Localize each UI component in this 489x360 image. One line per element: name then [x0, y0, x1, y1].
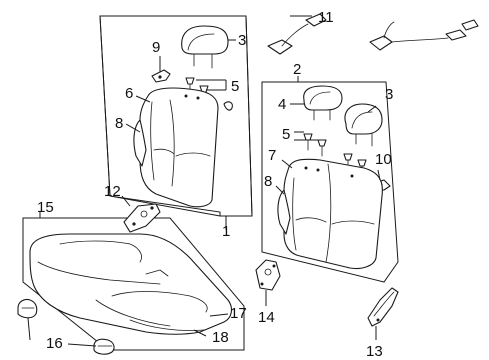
leader-lines	[27, 15, 381, 347]
callout-6: 6	[125, 85, 133, 102]
callout-1: 1	[222, 223, 230, 240]
callout-14: 14	[258, 309, 275, 326]
callout-5-right: 5	[282, 126, 290, 143]
stopper-16	[17, 298, 115, 355]
callout-13: 13	[366, 343, 383, 360]
headrest-right	[344, 103, 383, 147]
hinge-14	[255, 259, 281, 291]
callouts: 1 2 3 3 4 5 5 6 7 8 8 9 10 11 12 13 14 1…	[37, 9, 393, 360]
seat-cushion	[29, 233, 233, 335]
callout-12: 12	[104, 183, 121, 200]
headrest-left-right-assembly	[303, 85, 343, 121]
callout-16: 16	[46, 335, 63, 352]
headrest-guides-right	[303, 133, 367, 175]
callout-5-upper: 5	[231, 78, 239, 95]
wire-harness	[267, 13, 479, 55]
callout-7: 7	[268, 147, 276, 164]
callout-8-upper: 8	[115, 115, 123, 132]
callout-3-right: 3	[385, 86, 393, 103]
callout-2: 2	[293, 61, 301, 78]
bracket-9	[151, 69, 171, 83]
hinge-12	[123, 203, 161, 233]
headrest-upper	[181, 25, 229, 69]
assembly-box-15	[22, 217, 245, 351]
callout-4: 4	[278, 96, 286, 113]
callout-3-upper: 3	[238, 32, 246, 49]
callout-15: 15	[37, 199, 54, 216]
callout-18: 18	[212, 329, 229, 346]
callout-8-right: 8	[264, 173, 272, 190]
callout-17: 17	[230, 305, 247, 322]
callout-10: 10	[375, 151, 392, 168]
assembly-box-2	[261, 81, 399, 283]
callout-9: 9	[152, 39, 160, 56]
latch-13	[367, 287, 399, 327]
callout-11: 11	[318, 9, 334, 26]
seatback-right	[277, 158, 383, 270]
seatback-upper	[133, 87, 219, 208]
